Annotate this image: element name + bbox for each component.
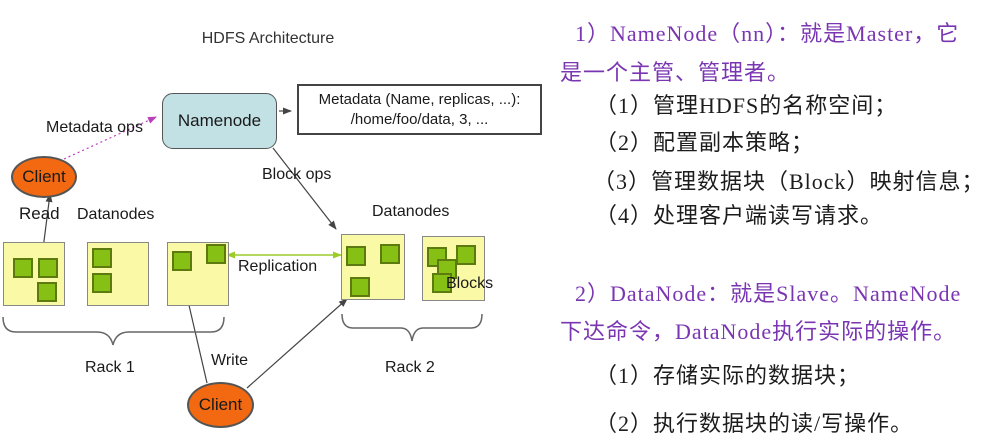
datanodes-right-label: Datanodes	[372, 203, 450, 220]
block-ops-arrow	[272, 147, 337, 230]
rack1-brace	[2, 316, 225, 346]
write-arrow-rack2	[246, 298, 348, 389]
client-oval-bottom: Client	[187, 382, 254, 428]
block-square	[206, 244, 226, 264]
write-label: Write	[211, 352, 249, 369]
replication-label: Replication	[238, 258, 318, 275]
blocks-label: Blocks	[446, 275, 494, 292]
client-oval-top: Client	[11, 156, 77, 198]
note-line: （2）执行数据块的读/写操作。	[595, 411, 914, 436]
rack2-label: Rack 2	[385, 359, 435, 376]
block-square	[350, 277, 370, 297]
note-line: （1）存储实际的数据块；	[595, 363, 861, 388]
read-label: Read	[19, 204, 60, 223]
block-square	[346, 246, 366, 266]
block-square	[172, 251, 192, 271]
note-line: （1）管理HDFS的名称空间；	[595, 93, 898, 118]
note-line: 下达命令，DataNode执行实际的操作。	[560, 319, 957, 344]
note-line: （4）处理客户端读写请求。	[595, 203, 884, 228]
datanodes-left-label: Datanodes	[77, 206, 155, 223]
block-square	[37, 282, 57, 302]
block-square	[380, 244, 400, 264]
block-square	[13, 258, 33, 278]
note-line: （2）配置副本策略；	[595, 130, 815, 155]
block-square	[92, 273, 112, 293]
rack1-label: Rack 1	[85, 359, 135, 376]
metadata-ops-label: Metadata ops	[46, 119, 143, 136]
metadata-box-line2: /home/foo/data, 3, ...	[350, 110, 489, 128]
metadata-box: Metadata (Name, replicas, ...): /home/fo…	[297, 84, 542, 135]
note-line: 2）DataNode：就是Slave。NameNode	[575, 281, 962, 306]
block-square	[92, 248, 112, 268]
rack2-brace	[341, 313, 483, 342]
note-line: 1）NameNode（nn）：就是Master，它	[575, 21, 960, 46]
block-square	[432, 273, 452, 293]
diagram-title: HDFS Architecture	[201, 30, 335, 47]
note-line: （3）管理数据块（Block）映射信息；	[593, 169, 985, 194]
block-square	[456, 245, 476, 265]
note-line: 是一个主管、管理者。	[560, 60, 791, 85]
block-ops-label: Block ops	[262, 166, 332, 183]
metadata-box-line1: Metadata (Name, replicas, ...):	[318, 90, 521, 108]
namenode-box: Namenode	[162, 93, 277, 149]
block-square	[38, 258, 58, 278]
